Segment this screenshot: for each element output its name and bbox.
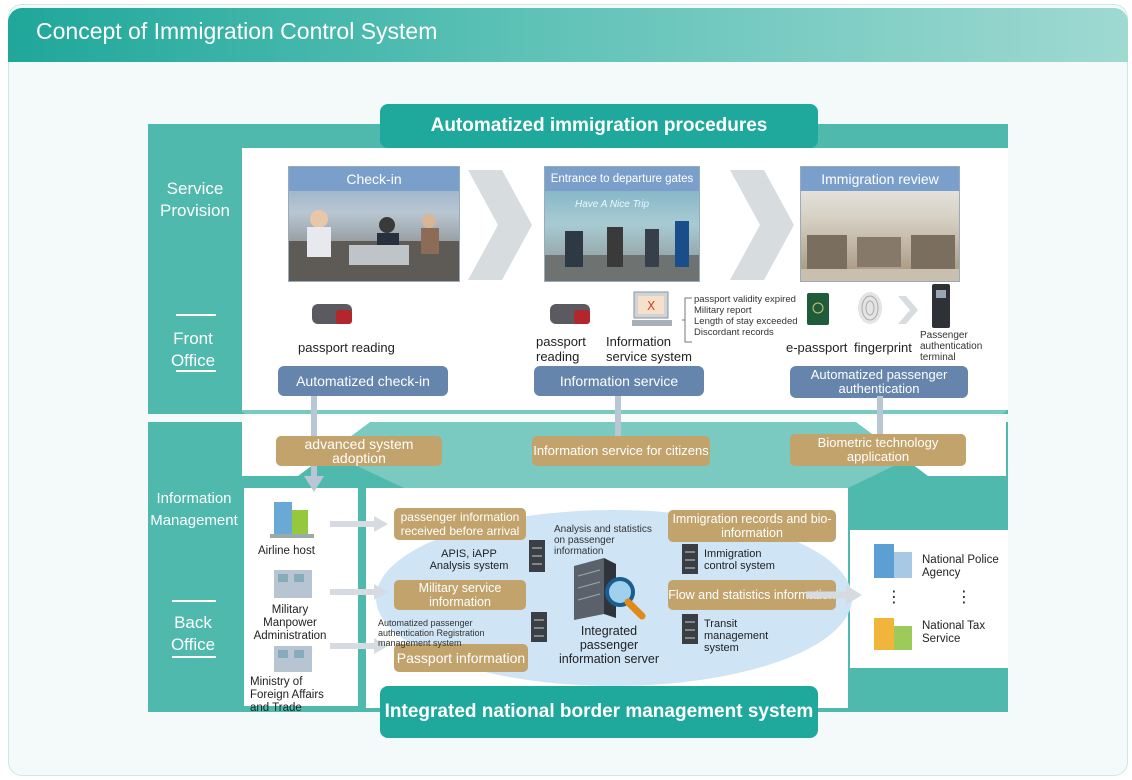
- arrow-icon: [806, 585, 862, 605]
- chevron-right-icon: [898, 296, 918, 324]
- terminal-icon: [932, 284, 950, 328]
- passport-reader-icon: [550, 304, 590, 324]
- svg-text:X: X: [647, 299, 655, 313]
- advanced-system-pill: advanced system adoption: [276, 436, 442, 466]
- gates-header: Entrance to departure gates: [545, 167, 699, 191]
- server-label: Integrated passenger information server: [558, 624, 660, 666]
- tax-building-icon: [874, 618, 912, 650]
- checkin-header: Check-in: [289, 167, 459, 191]
- bottom-banner: Integrated national border management sy…: [380, 686, 818, 738]
- automatized-authentication-pill: Automatized passenger authentication: [790, 366, 968, 398]
- gate-illustration: [545, 221, 699, 281]
- top-banner: Automatized immigration procedures: [380, 104, 818, 148]
- label-front-office: Front Office: [170, 329, 216, 370]
- agency-tax: National Tax Service: [922, 620, 986, 645]
- divider: [172, 600, 216, 602]
- divider: [176, 370, 216, 372]
- terminal-label: Passenger authentication terminal: [920, 330, 983, 363]
- page-title: Concept of Immigration Control System: [36, 18, 438, 44]
- apis-system-label: APIS, iAPP Analysis system: [429, 548, 509, 572]
- checkin-photo: Check-in: [288, 166, 460, 282]
- source-arrows: [330, 516, 388, 654]
- immigration-header: Immigration review: [801, 167, 959, 191]
- biometric-pill: Biometric technology application: [790, 434, 966, 466]
- transit-label: Transit management system: [704, 618, 769, 654]
- divider: [176, 314, 216, 316]
- checklist-item: passport validity expired: [694, 294, 796, 305]
- information-service-pill: Information service: [534, 366, 704, 396]
- agency-police: National Police Agency: [922, 554, 999, 579]
- label-back-office: Back Office: [170, 613, 216, 654]
- passport-reader-icon: [312, 304, 352, 324]
- divider: [172, 656, 216, 658]
- checklist-item: Discordant records: [694, 327, 774, 338]
- arrow-icon: [468, 170, 532, 280]
- source-airline: Airline host: [258, 545, 315, 557]
- immigration-photo: Immigration review: [800, 166, 960, 282]
- passport-reading-label: passport reading: [298, 340, 395, 355]
- checklist-item: Military report: [694, 305, 752, 316]
- auth-registration-label: Automatized passenger authentication Reg…: [378, 618, 485, 648]
- integrated-server-icon: [574, 558, 646, 620]
- people-illustration: [289, 210, 459, 281]
- checklist-item: Length of stay exceeded: [694, 316, 798, 327]
- ellipsis: ⋮: [886, 589, 902, 606]
- passport-reading-label: passport reading: [536, 334, 586, 364]
- immigration-control-label: Immigration control system: [704, 548, 775, 572]
- server-rack-icon: [531, 612, 547, 642]
- checklist: passport validity expired Military repor…: [694, 294, 798, 338]
- source-military: Military Manpower Administration: [253, 604, 327, 642]
- epassport-label: e-passport: [786, 340, 848, 355]
- bracket-connector: [682, 297, 692, 343]
- epassport-icon: [807, 293, 829, 325]
- information-service-system-label: Information service system: [606, 334, 692, 364]
- server-rack-icon: [529, 540, 545, 572]
- label-service-provision: Service Provision: [160, 179, 230, 220]
- building-icon: [274, 570, 312, 598]
- airline-building-icon: [270, 502, 314, 538]
- immigration-records-pill: Immigration records and bio-information: [668, 510, 836, 542]
- gate-sign: Have A Nice Trip: [575, 199, 650, 210]
- arrow-icon: [730, 170, 794, 280]
- fingerprint-label: fingerprint: [854, 340, 912, 355]
- passenger-info-pill: passenger information received before ar…: [394, 508, 526, 540]
- computer-icon: X: [632, 291, 672, 326]
- server-rack-icon: [682, 544, 698, 574]
- analysis-label: Analysis and statistics on passenger inf…: [554, 524, 652, 557]
- building-icon: [274, 646, 312, 672]
- fingerprint-icon: [858, 292, 882, 324]
- info-service-citizens-pill: Information service for citizens: [532, 436, 710, 466]
- source-foreign-affairs: Ministry of Foreign Affairs and Trade: [250, 676, 324, 714]
- military-info-pill: Military service information: [394, 580, 526, 610]
- automatized-checkin-pill: Automatized check-in: [278, 366, 448, 396]
- passport-info-pill: Passport information: [394, 644, 528, 672]
- title-bar: [8, 8, 1128, 62]
- counter-illustration: [801, 235, 959, 281]
- label-information-management: Information Management: [150, 490, 238, 529]
- server-rack-icon: [682, 614, 698, 644]
- ellipsis: ⋮: [956, 589, 972, 606]
- police-building-icon: [874, 544, 912, 578]
- gates-photo: Entrance to departure gates Have A Nice …: [544, 166, 700, 282]
